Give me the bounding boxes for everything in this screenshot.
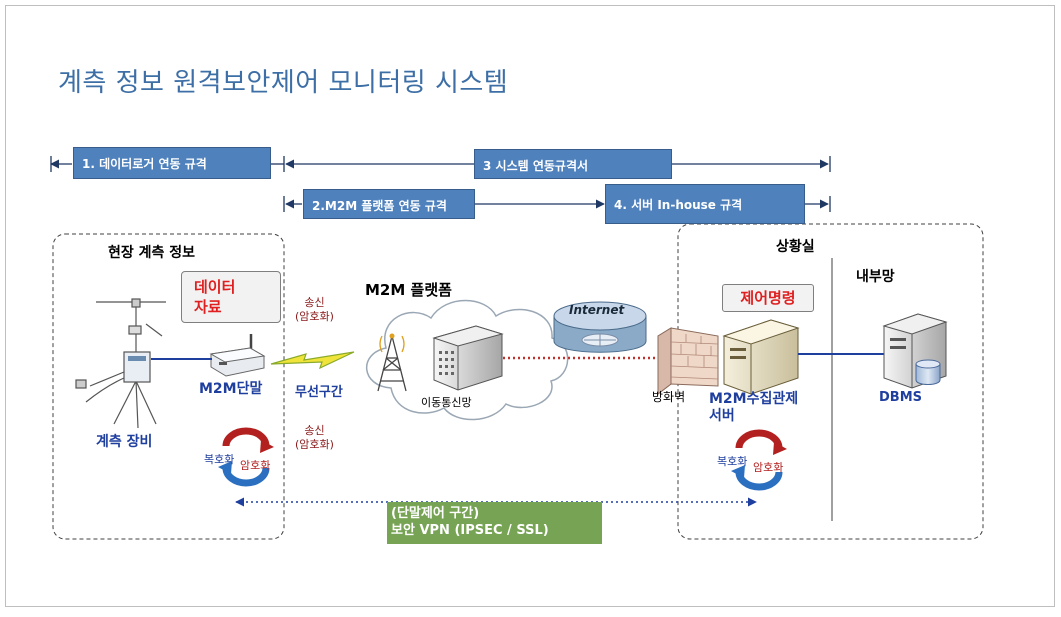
- dbms-server-icon: [882, 313, 948, 389]
- dbms-label: DBMS: [879, 390, 922, 405]
- decrypt-label-right: 복호화: [717, 455, 748, 468]
- internal-network-title: 내부망: [856, 269, 895, 285]
- vpn-box: (단말제어 구간) 보안 VPN (IPSEC / SSL): [387, 502, 602, 544]
- control-room-box: [677, 223, 984, 540]
- send-label-top: 송신(암호화): [295, 296, 334, 323]
- equipment-label: 계측 장비: [96, 434, 153, 450]
- slide-frame: 계측 정보 원격보안제어 모니터링 시스템: [5, 5, 1055, 607]
- weather-station-icon: [75, 298, 166, 429]
- m2m-terminal-icon: [209, 334, 266, 377]
- m2m-terminal-label: M2M단말: [199, 381, 263, 397]
- crypto-cycle-left-icon: [218, 427, 274, 487]
- wireless-zone-label: 무선구간: [295, 385, 343, 400]
- crypto-cycle-right-icon: [731, 429, 787, 491]
- spec-arrows-row1: [50, 156, 831, 172]
- mobile-network-server-icon: [432, 325, 504, 391]
- vpn-line2: 보안 VPN (IPSEC / SSL): [391, 523, 549, 538]
- data-label-line1: 데이터: [194, 278, 236, 296]
- internet-router-icon: [553, 301, 647, 353]
- page-title: 계측 정보 원격보안제어 모니터링 시스템: [58, 68, 509, 98]
- send-label-bottom: 송신(암호화): [295, 424, 334, 451]
- control-command-box: 제어명령: [722, 284, 814, 312]
- encrypt-label-right: 암호화: [753, 461, 784, 474]
- wireless-bolt-icon: [270, 351, 355, 370]
- decrypt-label-left: 복호화: [204, 453, 235, 466]
- spec-arrows-row2: [283, 196, 831, 212]
- m2m-platform-title: M2M 플랫폼: [365, 281, 452, 299]
- spec-m2m-platform: 2.M2M 플랫폼 연동 규격: [303, 189, 475, 219]
- vpn-line1: (단말제어 구간): [391, 506, 480, 521]
- radio-tower-icon: [377, 333, 407, 392]
- system-diagram: [50, 156, 984, 540]
- field-section-title: 현장 계측 정보: [108, 245, 196, 261]
- spec-server-inhouse: 4. 서버 In-house 규격: [605, 184, 805, 224]
- field-section-box: [52, 233, 285, 540]
- control-room-title: 상황실: [776, 239, 815, 255]
- internet-label: Internet: [569, 303, 625, 317]
- firewall-label: 방화벽: [652, 390, 686, 404]
- data-label-line2: 자료: [194, 298, 222, 316]
- control-server-icon: [722, 319, 800, 395]
- mobile-network-label: 이동통신망: [421, 396, 472, 409]
- spec-system: 3 시스템 연동규격서: [474, 149, 672, 179]
- firewall-icon: [657, 327, 719, 396]
- encrypt-label-left: 암호화: [240, 459, 271, 472]
- spec-datalogger: 1. 데이터로거 연동 규격: [73, 147, 271, 179]
- data-reference-box: 데이터 자료: [181, 271, 281, 323]
